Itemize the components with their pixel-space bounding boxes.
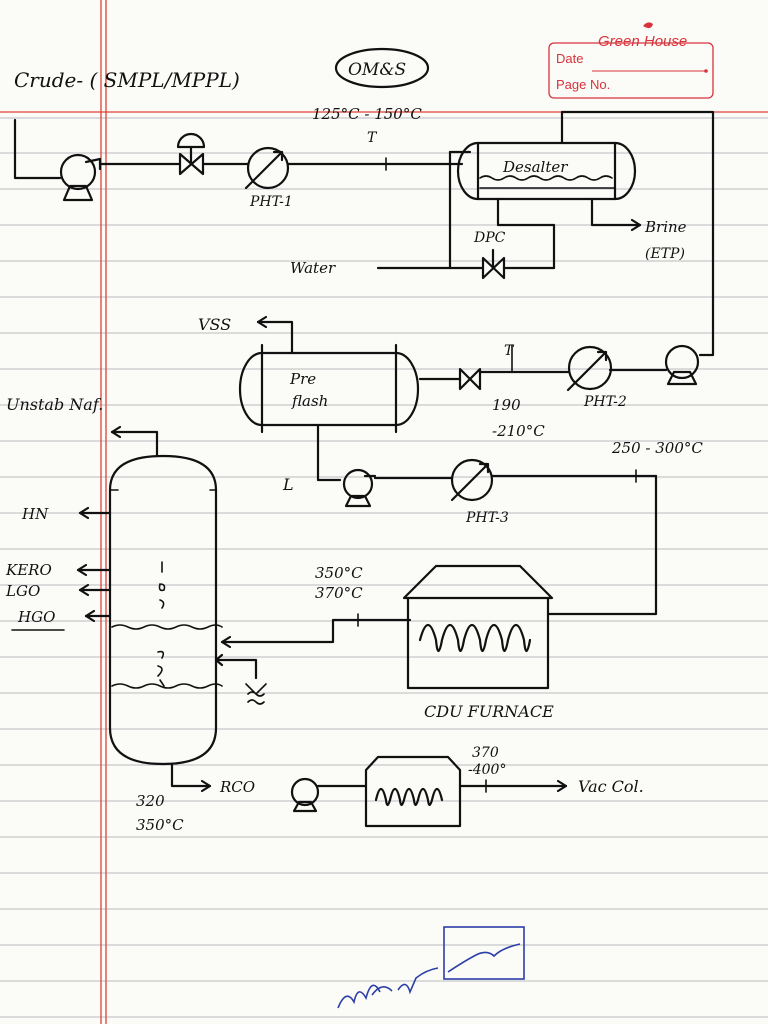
control-valve-icon <box>458 367 482 391</box>
t2-label: T <box>504 343 515 359</box>
pump-icon <box>290 777 320 813</box>
temp-190-label: 190 <box>492 396 521 414</box>
column-feed-line <box>220 613 412 649</box>
furnace-label: CDU FURNACE <box>424 702 554 721</box>
pht1-label: PHT-1 <box>249 194 293 210</box>
preflash-feed-line <box>418 344 570 381</box>
badge-circle <box>334 47 430 89</box>
control-valve-icon <box>176 132 206 176</box>
lgo-label: LGO <box>5 582 40 600</box>
water-line <box>376 150 556 270</box>
t1-label: T <box>367 130 378 146</box>
temp-370-vac-label: 370 <box>472 745 499 761</box>
page-no-label: Page No. <box>556 77 610 92</box>
temp-350-bottom-label: 350°C <box>136 816 184 834</box>
brine-line <box>590 197 642 232</box>
brand-box: Green House Date Page No. <box>548 22 714 99</box>
preflash-label-2: flash <box>291 392 328 410</box>
overhead-line <box>110 425 159 457</box>
dpc-valve-icon <box>481 248 506 280</box>
temp-210-label: -210°C <box>492 422 545 440</box>
dpc-label: DPC <box>473 230 506 246</box>
vss-label: VSS <box>198 315 231 334</box>
heat-exchanger-icon <box>244 146 290 190</box>
ruled-lines <box>0 117 768 1018</box>
hgo-label: HGO <box>17 608 55 626</box>
pht2-label: PHT-2 <box>583 394 627 410</box>
heat-exchanger-icon <box>566 345 613 392</box>
steam-line <box>214 653 258 680</box>
vacuum-heater <box>364 755 462 828</box>
crude-feed-line <box>13 118 464 180</box>
vss-line <box>256 315 294 355</box>
cdu-furnace <box>402 564 554 690</box>
side-draw-lines <box>76 506 112 623</box>
temp-400-label: -400° <box>468 762 506 778</box>
hn-label: HN <box>21 505 49 523</box>
pump-icon <box>59 153 102 202</box>
desalter-overhead-line <box>560 110 715 357</box>
temp-125-150-label: 125°C - 150°C <box>312 105 422 123</box>
temp-350-label: 350°C <box>315 564 363 582</box>
vac-col-label: Vac Col. <box>578 777 644 796</box>
preflash-vessel <box>238 343 420 434</box>
preflash-bottom-line <box>316 423 658 616</box>
rco-label: RCO <box>219 778 255 796</box>
leaf-icon <box>643 22 653 29</box>
heat-exchanger-icon <box>450 458 494 502</box>
brand-name: Green House <box>598 33 687 50</box>
vac-column-line <box>458 779 568 793</box>
pump-icon <box>664 344 700 386</box>
badge-text: OM&S <box>348 60 406 80</box>
etp-label: (ETP) <box>645 246 685 262</box>
water-label: Water <box>290 259 336 277</box>
kero-label: KERO <box>5 561 52 579</box>
unstab-naphtha-label: Unstab Naf. <box>6 395 103 414</box>
rco-line <box>170 762 212 793</box>
cdu-column <box>108 454 223 766</box>
preflash-label-1: Pre <box>289 370 316 388</box>
pump-icon <box>342 468 377 508</box>
date-label: Date <box>556 51 583 66</box>
steam-icon <box>245 683 267 705</box>
page-title: Crude- ( SMPL/MPPL) <box>14 68 240 92</box>
temp-320-label: 320 <box>136 792 165 810</box>
desalter-vessel <box>456 141 637 201</box>
temp-250-300-label: 250 - 300°C <box>611 439 703 457</box>
brine-label: Brine <box>644 218 687 236</box>
desalter-label: Desalter <box>502 158 568 176</box>
temp-370-label: 370°C <box>315 584 363 602</box>
signature-icon <box>337 926 525 1009</box>
l-label: L <box>282 475 294 494</box>
pht3-label: PHT-3 <box>465 510 509 526</box>
